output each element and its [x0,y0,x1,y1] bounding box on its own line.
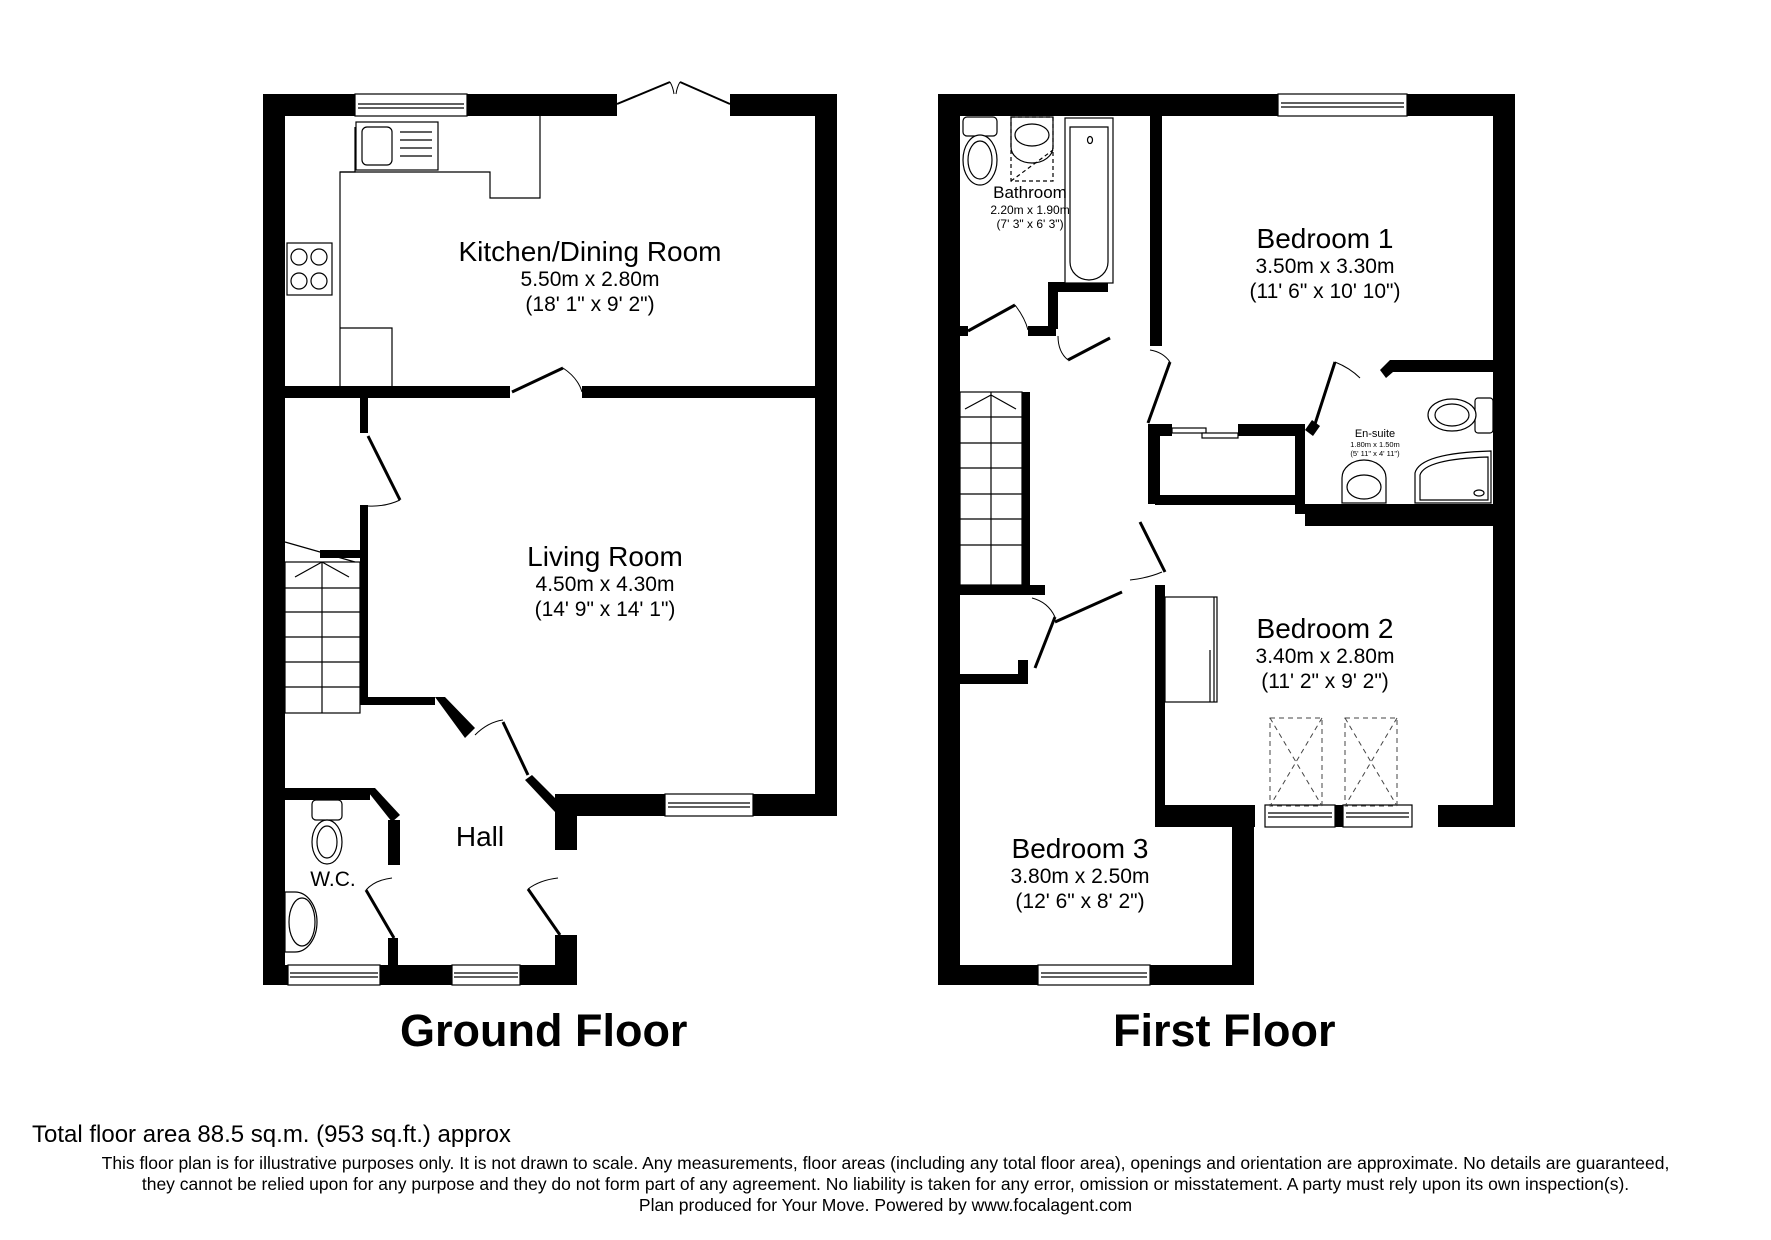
first-floor-title: First Floor [1113,1005,1336,1056]
ground-floor-walls [263,94,837,985]
room-dimensions-metric: 5.50m x 2.80m [520,268,660,292]
room-name: Bedroom 1 [1256,223,1394,254]
bathroom-fixtures [962,116,1114,284]
room-label-kitchen: Kitchen/Dining Room 5.50m x 2.80m (18' 1… [420,235,760,318]
room-name: Hall [455,821,505,852]
room-label-bedroom3: Bedroom 3 3.80m x 2.50m (12' 6" x 8' 2") [970,832,1190,915]
ground-floor-title: Ground Floor [400,1005,688,1056]
room-dimensions-metric: 2.20m x 1.90m [990,203,1070,218]
room-dimensions-imperial: (7' 3" x 6' 3") [996,217,1064,232]
room-dimensions-metric: 1.80m x 1.50m [1350,439,1400,449]
room-dimensions-metric: 3.80m x 2.50m [1010,865,1150,889]
room-label-wc: W.C. [308,868,358,893]
disclaimer-line: Plan produced for Your Move. Powered by … [638,1195,1133,1215]
ensuite-fixtures [1341,397,1494,504]
kitchen-units [286,116,541,388]
room-dimensions-imperial: (14' 9" x 14' 1") [534,597,676,621]
disclaimer-line: they cannot be relied upon for any purpo… [141,1174,1630,1194]
ground-floor-french-doors [616,81,731,105]
wc-fixtures [284,799,343,953]
room-name: Kitchen/Dining Room [458,236,722,267]
ground-floor-doors [364,366,583,939]
room-name: W.C. [310,868,356,891]
disclaimer: This floor plan is for illustrative purp… [0,1153,1771,1216]
room-label-living: Living Room 4.50m x 4.30m (14' 9" x 14' … [480,540,730,623]
room-name: Bedroom 3 [1011,833,1149,864]
ground-floor-windows [287,93,754,986]
room-name: Bathroom [993,183,1067,202]
room-name: En-suite [1354,428,1396,440]
ground-stairs [284,541,361,714]
room-dimensions-metric: 4.50m x 4.30m [535,573,675,597]
total-floor-area: Total floor area 88.5 sq.m. (953 sq.ft.)… [32,1121,511,1148]
first-floor-stairs [959,391,1023,586]
bedroom2-skylights [1269,717,1398,807]
room-dimensions-imperial: (12' 6" x 8' 2") [1015,889,1145,913]
room-name: Bedroom 2 [1256,613,1394,644]
room-dimensions-metric: 3.40m x 2.80m [1255,645,1395,669]
disclaimer-line: This floor plan is for illustrative purp… [101,1153,1670,1173]
room-label-bathroom: Bathroom 2.20m x 1.90m (7' 3" x 6' 3") [970,183,1090,231]
room-dimensions-imperial: (18' 1" x 9' 2") [525,292,655,316]
first-floor-windows [1037,93,1413,986]
bedroom2-wardrobe [1164,596,1218,703]
room-dimensions-imperial: (11' 6" x 10' 10") [1249,279,1401,303]
room-label-bedroom1: Bedroom 1 3.50m x 3.30m (11' 6" x 10' 10… [1205,222,1445,305]
first-floor-doors [967,303,1361,669]
room-label-bedroom2: Bedroom 2 3.40m x 2.80m (11' 2" x 9' 2") [1210,612,1440,695]
room-dimensions-metric: 3.50m x 3.30m [1255,255,1395,279]
room-label-hall: Hall [430,820,530,853]
room-label-ensuite: En-suite 1.80m x 1.50m (5' 11" x 4' 11") [1335,428,1415,459]
room-dimensions-imperial: (5' 11" x 4' 11") [1350,448,1400,458]
room-name: Living Room [527,541,683,572]
room-dimensions-imperial: (11' 2" x 9' 2") [1261,669,1389,693]
